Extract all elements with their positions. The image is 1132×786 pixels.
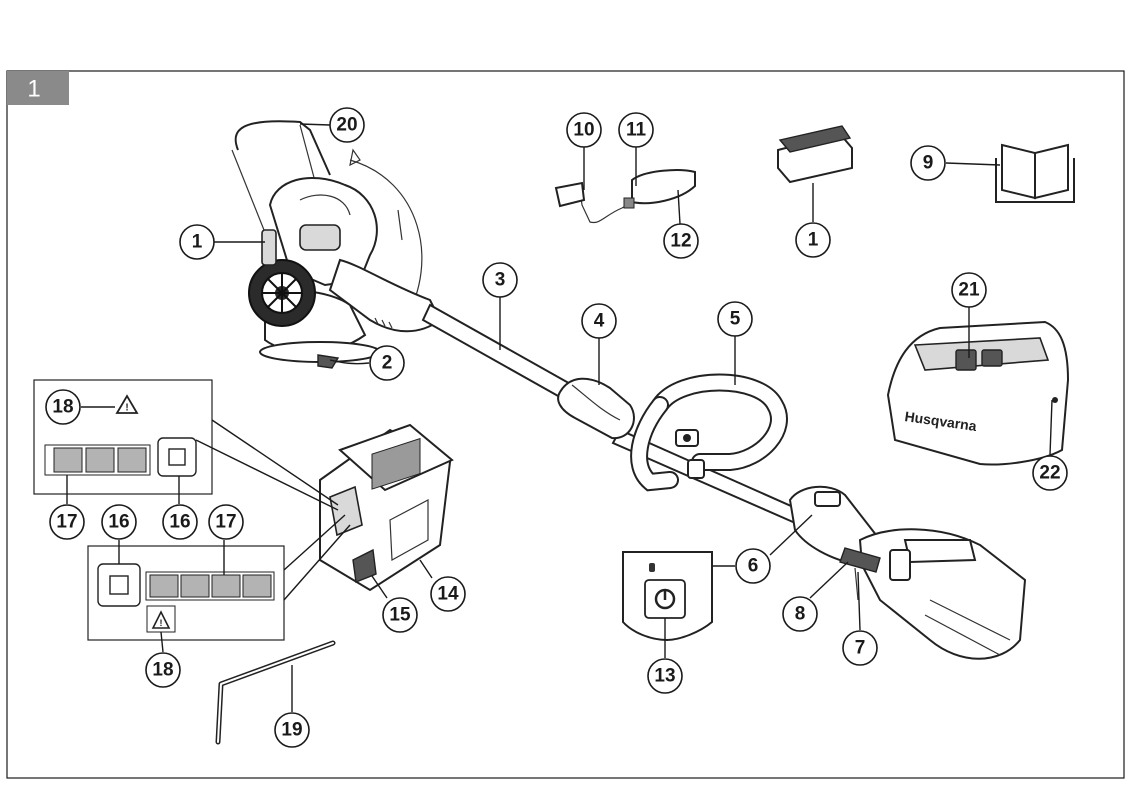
svg-text:18: 18 bbox=[52, 397, 73, 418]
svg-text:17: 17 bbox=[215, 512, 236, 533]
power-panel-inset bbox=[622, 551, 713, 642]
battery-led bbox=[53, 447, 83, 473]
svg-text:21: 21 bbox=[958, 280, 980, 301]
callout-1a: 1 bbox=[179, 224, 215, 260]
callout-4: 4 bbox=[581, 303, 617, 339]
callout-19: 19 bbox=[274, 712, 310, 748]
svg-text:1: 1 bbox=[192, 232, 203, 253]
svg-text:18: 18 bbox=[152, 660, 173, 681]
rear-handle-illustration bbox=[788, 485, 1027, 660]
callout-17a: 17 bbox=[49, 504, 85, 540]
battery-led bbox=[242, 574, 272, 598]
inset-zoom-lines bbox=[195, 419, 351, 601]
hex-key-illustration bbox=[215, 640, 336, 745]
plant-guard-wire bbox=[234, 120, 331, 176]
callout-17b: 17 bbox=[208, 504, 244, 540]
svg-text:!: ! bbox=[160, 618, 163, 628]
front-grip-illustration bbox=[557, 377, 635, 440]
callout-9: 9 bbox=[910, 145, 946, 181]
svg-text:6: 6 bbox=[748, 556, 759, 577]
svg-text:1: 1 bbox=[808, 230, 819, 251]
svg-text:19: 19 bbox=[281, 720, 302, 741]
svg-text:22: 22 bbox=[1039, 463, 1060, 484]
indicator-inset-bottom: ! bbox=[87, 545, 285, 641]
callout-22: 22 bbox=[1032, 455, 1068, 491]
trimmer-head-illustration bbox=[231, 120, 442, 369]
callout-7: 7 bbox=[842, 630, 878, 666]
callout-13: 13 bbox=[647, 658, 683, 694]
battery-led bbox=[211, 574, 241, 598]
callout-3: 3 bbox=[482, 262, 518, 298]
warning-triangle-icon: ! bbox=[115, 394, 139, 414]
callout-18b: 18 bbox=[145, 652, 181, 688]
svg-text:20: 20 bbox=[336, 115, 357, 136]
callout-1b: 1 bbox=[795, 222, 831, 258]
svg-text:17: 17 bbox=[56, 512, 77, 533]
svg-text:16: 16 bbox=[169, 512, 190, 533]
callout-14: 14 bbox=[430, 576, 466, 612]
callout-18a: 18 bbox=[45, 389, 81, 425]
svg-text:7: 7 bbox=[855, 638, 866, 659]
battery-led bbox=[180, 574, 210, 598]
battery-led bbox=[117, 447, 147, 473]
callout-20: 20 bbox=[329, 107, 365, 143]
manual-book-icon bbox=[995, 143, 1075, 203]
power-adapter-illustration bbox=[554, 169, 696, 224]
callout-6: 6 bbox=[735, 548, 771, 584]
svg-text:16: 16 bbox=[108, 512, 129, 533]
svg-text:8: 8 bbox=[795, 604, 806, 625]
callout-16a: 16 bbox=[162, 504, 198, 540]
battery-status-button bbox=[157, 437, 197, 477]
callout-8: 8 bbox=[782, 596, 818, 632]
indicator-inset-top: ! bbox=[33, 379, 213, 495]
figure-frame bbox=[6, 70, 1125, 779]
loop-handle-illustration bbox=[630, 373, 788, 492]
leader-lines bbox=[66, 123, 1053, 712]
figure-number-tab: 1 bbox=[7, 71, 69, 105]
callout-16b: 16 bbox=[101, 504, 137, 540]
warning-triangle-icon: ! bbox=[151, 610, 171, 629]
svg-text:5: 5 bbox=[730, 309, 741, 330]
svg-text:12: 12 bbox=[670, 231, 691, 252]
svg-text:10: 10 bbox=[573, 120, 594, 141]
svg-text:13: 13 bbox=[654, 666, 675, 687]
svg-text:11: 11 bbox=[626, 120, 647, 141]
battery-pack-illustration bbox=[777, 125, 853, 184]
svg-text:2: 2 bbox=[382, 353, 393, 374]
battery-charger-illustration: Husqvarna bbox=[886, 320, 1070, 466]
callout-11: 11 bbox=[618, 112, 654, 148]
callout-15: 15 bbox=[382, 597, 418, 633]
battery-unit-illustration bbox=[319, 423, 454, 592]
battery-led bbox=[85, 447, 115, 473]
callout-2: 2 bbox=[369, 345, 405, 381]
callout-12: 12 bbox=[663, 223, 699, 259]
svg-text:4: 4 bbox=[594, 311, 605, 332]
svg-text:14: 14 bbox=[437, 584, 459, 605]
svg-text:15: 15 bbox=[389, 605, 411, 626]
svg-text:9: 9 bbox=[923, 153, 934, 174]
svg-text:!: ! bbox=[125, 403, 128, 414]
callout-5: 5 bbox=[717, 301, 753, 337]
callout-10: 10 bbox=[566, 112, 602, 148]
svg-text:3: 3 bbox=[495, 270, 506, 291]
battery-status-button bbox=[97, 563, 141, 607]
figure-number: 1 bbox=[27, 76, 40, 103]
callout-21: 21 bbox=[951, 272, 987, 308]
battery-led bbox=[149, 574, 179, 598]
